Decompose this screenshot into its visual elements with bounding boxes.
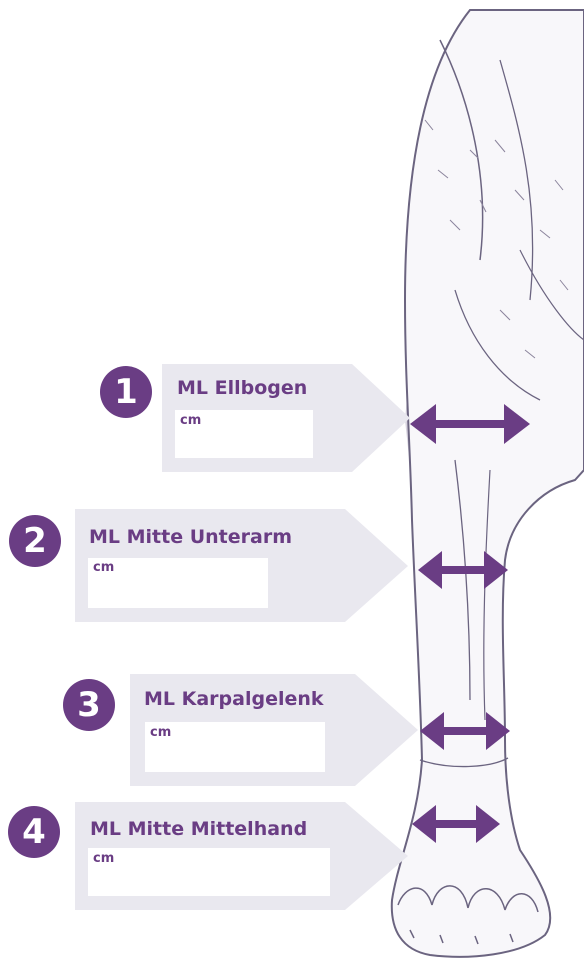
measurement-label: ML Karpalgelenk — [144, 688, 324, 710]
step-2-badge: 2 — [9, 515, 61, 567]
elbow-circumference-field[interactable] — [175, 410, 313, 458]
measurement-label: ML Ellbogen — [177, 377, 307, 399]
step-3-badge: 3 — [63, 679, 115, 731]
metacarpus-circumference-field[interactable] — [88, 848, 330, 896]
measurement-tag-forearm: ML Mitte Unterarm cm — [75, 509, 410, 622]
measurement-tag-elbow: ML Ellbogen cm — [162, 364, 412, 472]
step-1-badge: 1 — [100, 366, 152, 418]
measurement-tag-carpal: ML Karpalgelenk cm — [130, 674, 420, 786]
forearm-circumference-field[interactable] — [88, 558, 268, 608]
step-4-badge: 4 — [8, 806, 60, 858]
measurement-label: ML Mitte Unterarm — [89, 526, 292, 548]
measurement-label: ML Mitte Mittelhand — [90, 818, 307, 840]
carpal-circumference-field[interactable] — [145, 722, 325, 772]
measurement-tag-metacarpus: ML Mitte Mittelhand cm — [75, 802, 410, 910]
